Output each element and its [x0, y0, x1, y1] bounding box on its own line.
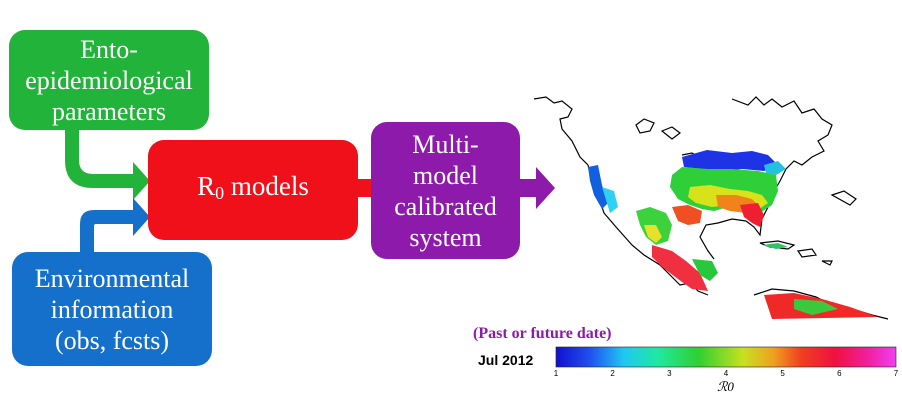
env-line-2: information: [50, 294, 174, 324]
multi-line-3: calibrated: [394, 191, 497, 221]
colorbar-tick-7: 7: [893, 369, 899, 378]
past-future-date-label: (Past or future date): [473, 325, 612, 342]
colorbar-gradient: [555, 346, 897, 368]
colorbar-tick-4: 4: [723, 369, 729, 378]
map-r0-fill: [588, 150, 878, 319]
colorbar-tick-2: 2: [610, 369, 615, 378]
env-line-1: Environmental: [34, 263, 190, 293]
r0-subscript: 0: [215, 183, 225, 203]
ento-line-2: epidemiological: [25, 65, 193, 95]
env-line-3: (obs, fcsts): [54, 325, 170, 355]
colorbar-tick-1: 1: [553, 369, 559, 378]
colorbar-tick-6: 6: [837, 369, 842, 378]
r0-letter: R: [197, 171, 216, 201]
r0-models-box: R0 models: [148, 140, 358, 240]
colorbar-tick-5: 5: [780, 369, 785, 378]
ento-line-3: parameters: [51, 96, 167, 126]
multi-line-2: model: [413, 160, 478, 190]
colorbar-tick-3: 3: [667, 369, 672, 378]
r0-map: [533, 96, 889, 320]
multi-model-box: Multi- model calibrated system: [371, 122, 520, 259]
arrow-ento-to-r0: [65, 130, 150, 200]
arrow-env-to-r0: [80, 198, 150, 252]
r0-models-label: R0 models: [197, 171, 309, 209]
r0-rest: models: [224, 171, 309, 201]
environmental-info-box: Environmental information (obs, fcsts): [12, 252, 212, 366]
colorbar-label: ℛ0: [717, 379, 734, 394]
ento-epidemiological-box: Ento- epidemiological parameters: [9, 30, 209, 130]
r0-colorbar: [555, 346, 897, 368]
multi-line-1: Multi-: [412, 129, 479, 159]
ento-line-1: Ento-: [80, 34, 138, 64]
multi-line-4: system: [409, 222, 482, 252]
arrow-multi-to-map: [519, 167, 555, 209]
map-date-label: Jul 2012: [478, 352, 534, 368]
